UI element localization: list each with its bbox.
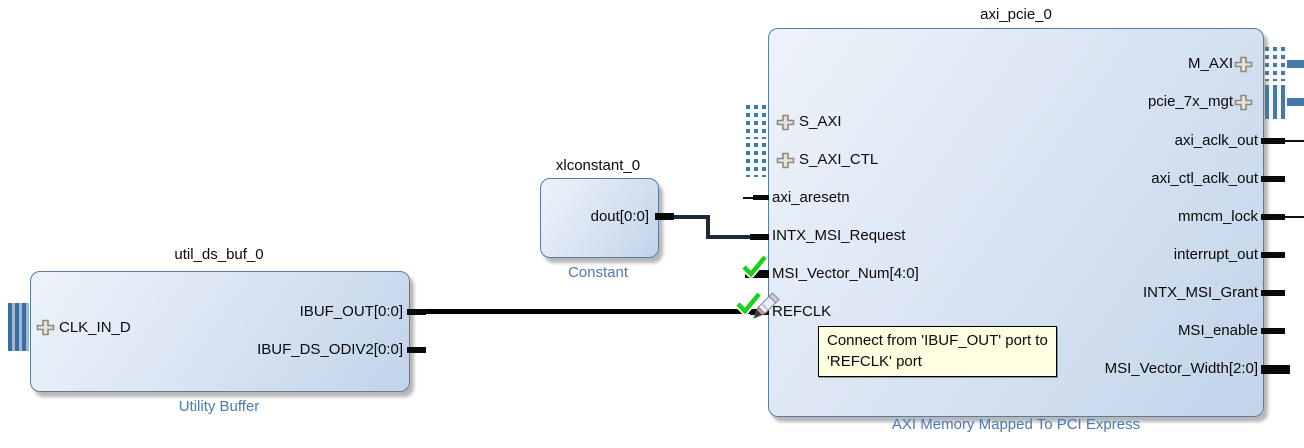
port-s-axi-ctl[interactable]: S_AXI_CTL	[799, 151, 879, 168]
external-interface-pin-clk-in-d[interactable]	[8, 303, 29, 351]
pin-stub-dout[interactable]	[655, 213, 674, 220]
port-dout[interactable]: dout[0:0]	[590, 208, 649, 225]
pin-stub-interrupt-out[interactable]	[1261, 252, 1285, 258]
pin-stub-intx-msi-request[interactable]	[750, 234, 769, 240]
valid-connection-check-icon	[734, 290, 763, 321]
pin-stub-axi-ctl-aclk-out[interactable]	[1261, 176, 1285, 182]
net-dout-seg-v[interactable]	[706, 215, 710, 239]
port-axi-aclk-out[interactable]: axi_aclk_out	[1174, 132, 1258, 149]
port-msi-enable[interactable]: MSI_enable	[1177, 322, 1258, 339]
expand-plus-icon[interactable]	[776, 114, 795, 136]
connect-tooltip: Connect from 'IBUF_OUT' port to 'REFCLK'…	[818, 326, 1057, 377]
pin-stub-msi-enable[interactable]	[1261, 328, 1285, 334]
pin-stub-mmcm-lock[interactable]	[1261, 214, 1285, 220]
pin-stub-msi-vector-width[interactable]	[1261, 365, 1290, 374]
pin-stub-axi-aclk-out[interactable]	[1261, 138, 1285, 144]
port-ibuf-ds-odiv2[interactable]: IBUF_DS_ODIV2[0:0]	[257, 341, 403, 358]
pin-stub-ibuf-ds-odiv2[interactable]	[407, 347, 426, 353]
port-m-axi[interactable]: M_AXI	[1187, 55, 1233, 72]
pencil-connect-cursor-icon	[752, 292, 780, 325]
block-util-ds-buf[interactable]	[30, 271, 410, 392]
external-interface-pin-s-axi[interactable]	[746, 105, 768, 139]
external-interface-pin-s-axi-ctl[interactable]	[746, 143, 768, 177]
net-dout-seg-h1[interactable]	[674, 215, 710, 219]
tooltip-line-1: Connect from 'IBUF_OUT' port to	[827, 332, 1048, 349]
expand-plus-icon[interactable]	[36, 319, 55, 341]
port-msi-vector-num[interactable]: MSI_Vector_Num[4:0]	[772, 265, 919, 282]
block-type-label-utility-buffer: Utility Buffer	[178, 398, 260, 415]
net-axi-aclk-out-offscreen[interactable]	[1284, 140, 1304, 142]
expand-plus-icon[interactable]	[1234, 94, 1253, 116]
pin-antenna-axi-aresetn	[743, 197, 754, 199]
wire-ibuf-out-to-refclk[interactable]	[426, 309, 768, 314]
port-interrupt-out[interactable]: interrupt_out	[1173, 246, 1258, 263]
port-intx-msi-grant[interactable]: INTX_MSI_Grant	[1142, 284, 1258, 301]
port-axi-ctl-aclk-out[interactable]: axi_ctl_aclk_out	[1151, 170, 1258, 187]
block-title-util-ds-buf: util_ds_buf_0	[174, 246, 264, 263]
port-ibuf-out[interactable]: IBUF_OUT[0:0]	[299, 303, 403, 320]
port-intx-msi-request[interactable]: INTX_MSI_Request	[772, 227, 906, 244]
block-title-xlconstant: xlconstant_0	[555, 157, 641, 174]
net-mmcm-lock-offscreen[interactable]	[1284, 216, 1304, 218]
net-dout-seg-h2[interactable]	[706, 235, 754, 239]
pin-stub-intx-msi-grant[interactable]	[1261, 290, 1285, 296]
pin-stub-ibuf-out[interactable]	[407, 309, 426, 315]
pin-stub-msi-vector-num[interactable]	[745, 270, 769, 278]
port-mmcm-lock[interactable]: mmcm_lock	[1177, 208, 1258, 225]
block-title-axi-pcie: axi_pcie_0	[980, 6, 1052, 23]
pin-stub-axi-aresetn[interactable]	[753, 195, 769, 200]
port-pcie-7x-mgt[interactable]: pcie_7x_mgt	[1147, 93, 1233, 110]
tooltip-line-2: 'REFCLK' port	[827, 353, 922, 370]
external-interface-pin-pcie-7x-mgt[interactable]	[1265, 85, 1287, 119]
block-type-label-constant: Constant	[567, 264, 629, 281]
valid-connection-check-icon	[740, 253, 769, 284]
port-msi-vector-width[interactable]: MSI_Vector_Width[2:0]	[1104, 360, 1258, 377]
port-clk-in-d[interactable]: CLK_IN_D	[59, 319, 131, 336]
block-type-label-axi-pcie: AXI Memory Mapped To PCI Express	[891, 416, 1141, 433]
interface-stub-m-axi[interactable]	[1287, 60, 1304, 68]
port-axi-aresetn[interactable]: axi_aresetn	[772, 189, 850, 206]
interface-stub-pcie-7x-mgt[interactable]	[1287, 98, 1304, 106]
external-interface-pin-m-axi[interactable]	[1265, 47, 1287, 81]
block-xlconstant[interactable]	[540, 178, 659, 258]
expand-plus-icon[interactable]	[776, 152, 795, 174]
expand-plus-icon[interactable]	[1234, 56, 1253, 78]
port-refclk[interactable]: REFCLK	[772, 303, 832, 320]
port-s-axi[interactable]: S_AXI	[799, 113, 842, 130]
